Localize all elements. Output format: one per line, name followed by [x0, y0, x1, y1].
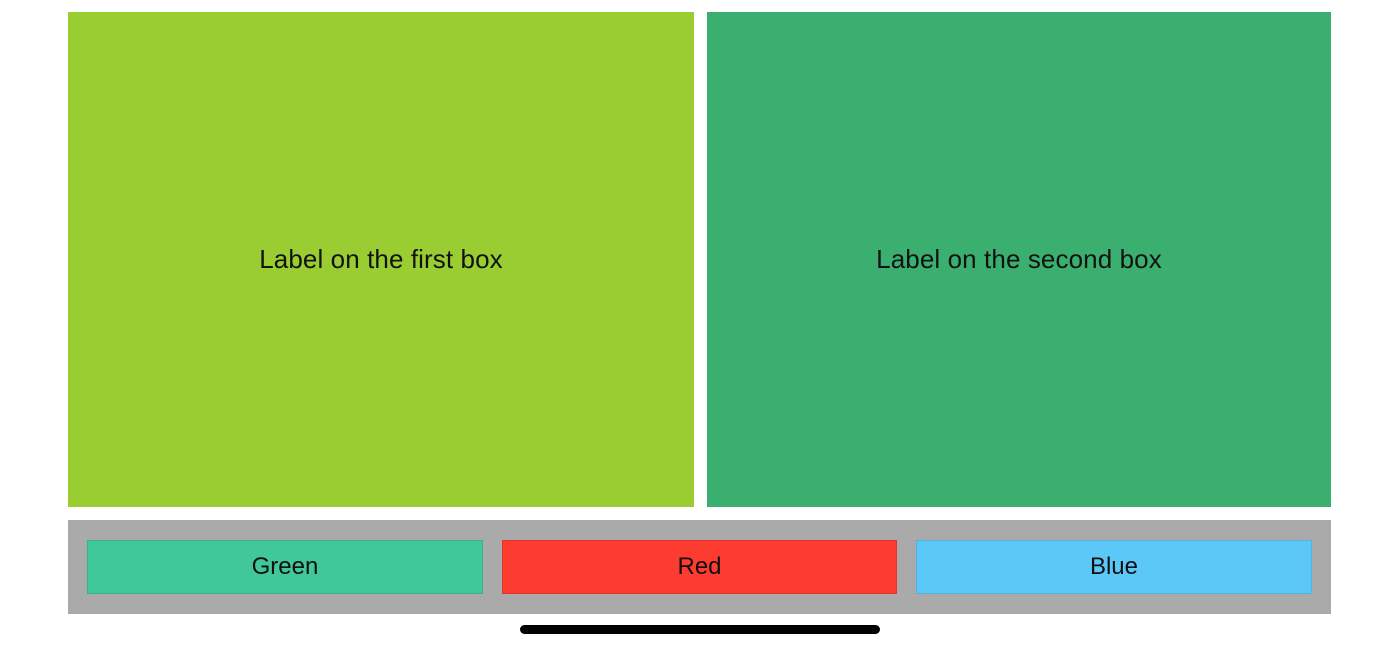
second-box[interactable]: Label on the second box — [707, 12, 1331, 507]
green-button[interactable]: Green — [87, 540, 483, 594]
blue-button[interactable]: Blue — [916, 540, 1312, 594]
red-button-label: Red — [677, 553, 722, 580]
first-box-label: Label on the first box — [259, 244, 503, 275]
home-indicator[interactable] — [520, 625, 880, 634]
boxes-container: Label on the first box Label on the seco… — [68, 12, 1331, 507]
red-button[interactable]: Red — [502, 540, 897, 594]
green-button-label: Green — [251, 553, 319, 580]
blue-button-label: Blue — [1089, 553, 1139, 580]
bottom-toolbar: Green Red Blue — [68, 520, 1331, 614]
first-box[interactable]: Label on the first box — [68, 12, 694, 507]
second-box-label: Label on the second box — [876, 244, 1162, 275]
